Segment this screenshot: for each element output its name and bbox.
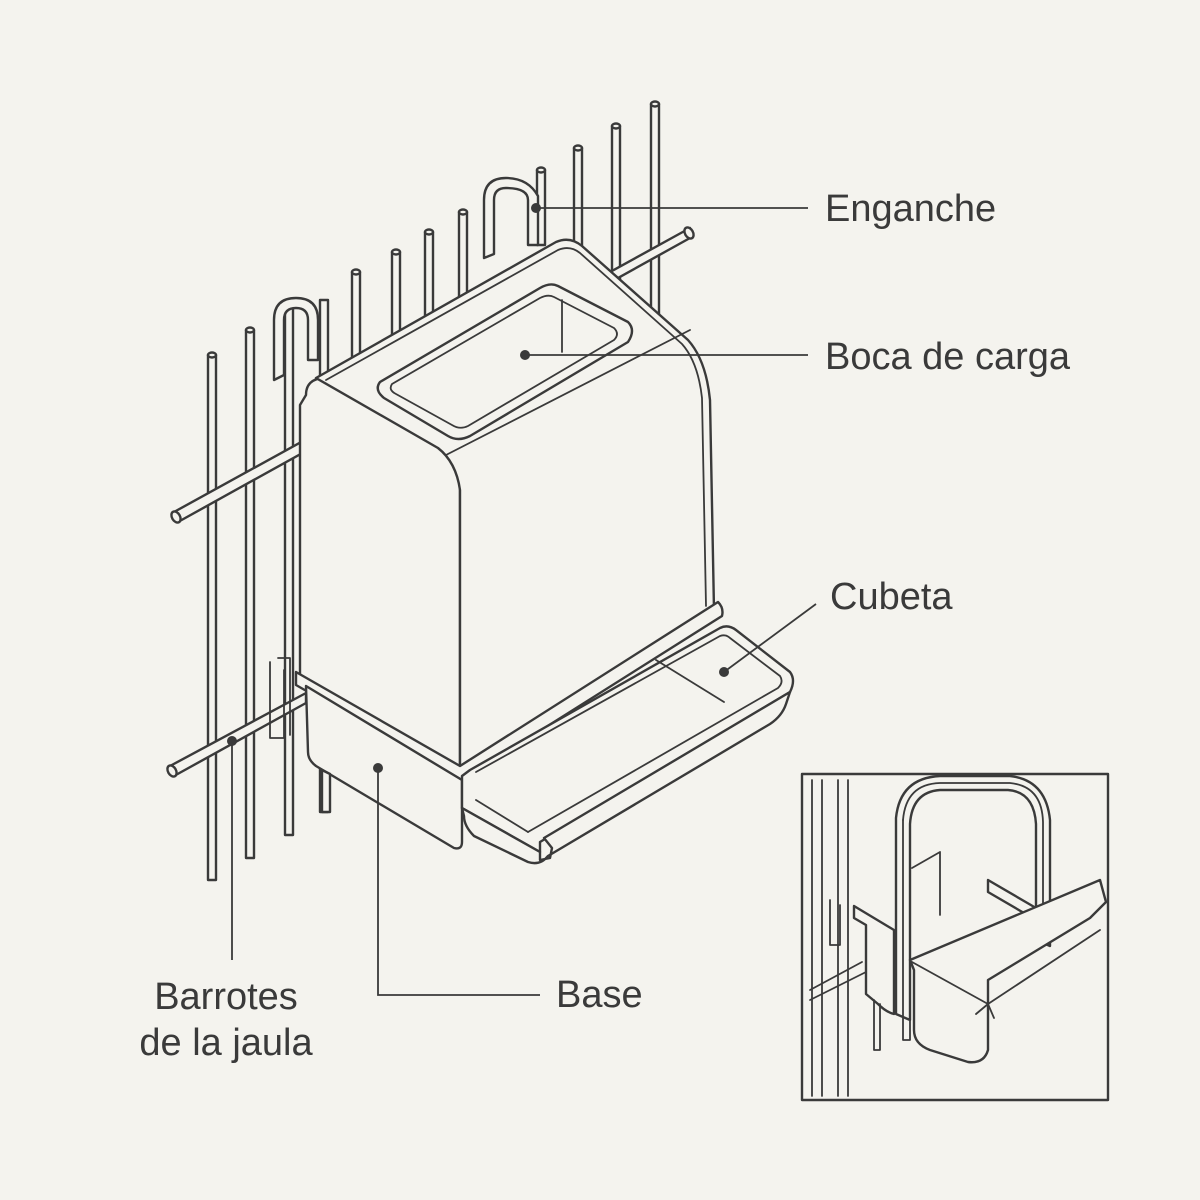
cage-bar — [649, 100, 661, 320]
label-tray: Cubeta — [830, 576, 953, 618]
base — [269, 600, 724, 850]
label-cage-bars-line2: de la jaula — [139, 1022, 313, 1064]
hook-right — [482, 176, 540, 260]
cage-bar — [244, 326, 256, 860]
label-cage-bars: Barrotes de la jaula — [126, 974, 326, 1066]
fill-mouth — [376, 283, 634, 441]
cage-bar — [206, 351, 218, 882]
cage-bar — [350, 268, 362, 362]
cage-bar — [283, 302, 295, 837]
hook-left — [272, 296, 320, 382]
label-cage-bars-line1: Barrotes — [154, 976, 298, 1018]
leader-lines — [227, 203, 817, 996]
label-hook: Enganche — [825, 188, 997, 230]
label-base: Base — [556, 974, 643, 1016]
inset-detail — [800, 772, 1110, 1102]
cage-bar — [390, 248, 402, 339]
cage-bar — [423, 228, 435, 320]
tray — [460, 625, 795, 865]
cage-bar — [457, 208, 469, 300]
label-fill-mouth: Boca de carga — [825, 336, 1071, 378]
